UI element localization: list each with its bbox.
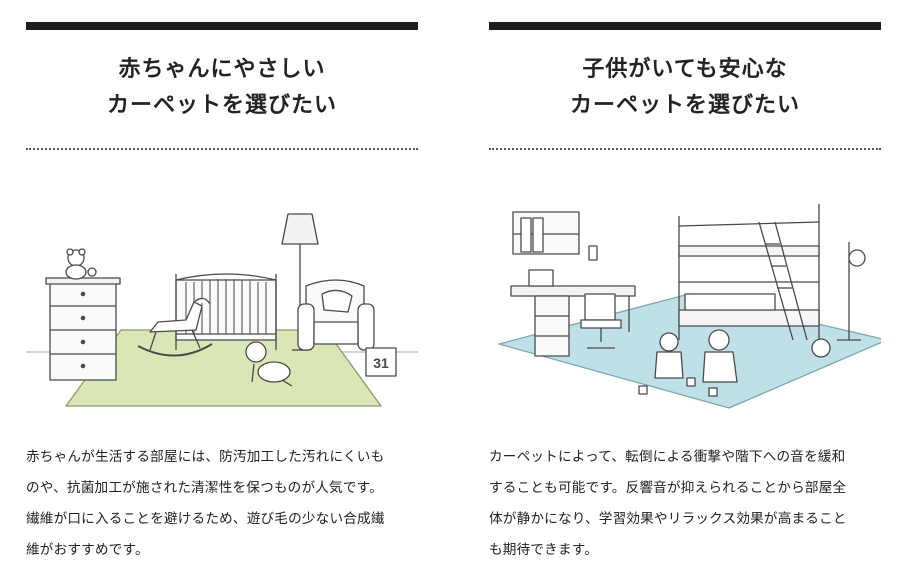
dotted-divider [489,148,881,150]
heading-line-1: 赤ちゃんにやさしい [118,57,326,82]
crawling-baby [245,341,293,387]
section-heading: 赤ちゃんにやさしい カーペットを選びたい [26,52,418,124]
teddy-bear [65,248,97,280]
body-line: 体が静かになり、学習効果やリラックス効果が高まること [489,511,847,527]
desk-chair [580,293,622,349]
playing-children [638,329,738,397]
body-line: のや、抗菌加工が施された清潔性を保つものが人気です。 [26,480,383,496]
desk [510,269,636,357]
baby-carpet-section: 赤ちゃんにやさしい カーペットを選びたい [26,22,418,572]
heading-line-1: 子供がいても安心な [582,57,788,82]
section-body: 赤ちゃんが生活する部屋には、防汚加工した汚れにくいも のや、抗菌加工が施された清… [26,442,418,566]
rocking-horse [137,297,213,357]
soccer-ball [811,338,831,358]
armchair [297,279,375,351]
section-top-rule [489,22,881,30]
body-line: 維がおすすめです。 [26,542,149,558]
toy-block: 31 [365,347,397,377]
body-line: も期待できます。 [489,542,598,558]
heading-line-2: カーペットを選びたい [569,93,800,118]
wall-shelf [512,211,580,255]
body-line: 赤ちゃんが生活する部屋には、防汚加工した汚れにくいも [26,449,385,465]
svg-text:31: 31 [373,355,389,371]
body-line: カーペットによって、転倒による衝撃や階下への音を緩和 [489,449,846,465]
section-top-rule [26,22,418,30]
dotted-divider [26,148,418,150]
kids-carpet-section: 子供がいても安心な カーペットを選びたい [489,22,888,572]
bunk-bed [678,204,820,341]
section-heading: 子供がいても安心な カーペットを選びたい [489,52,881,124]
section-body: カーペットによって、転倒による衝撃や階下への音を緩和 することも可能です。反響音… [489,442,881,566]
dresser [45,277,121,381]
kids-room-illustration [489,182,888,414]
baby-room-illustration: 31 [26,182,418,414]
body-line: 繊維が口に入ることを避けるため、遊び毛の少ない合成繊 [26,511,385,527]
heading-line-2: カーペットを選びたい [106,93,337,118]
body-line: することも可能です。反響音が抑えられることから部屋全 [489,480,847,496]
coat-rack [837,242,866,341]
